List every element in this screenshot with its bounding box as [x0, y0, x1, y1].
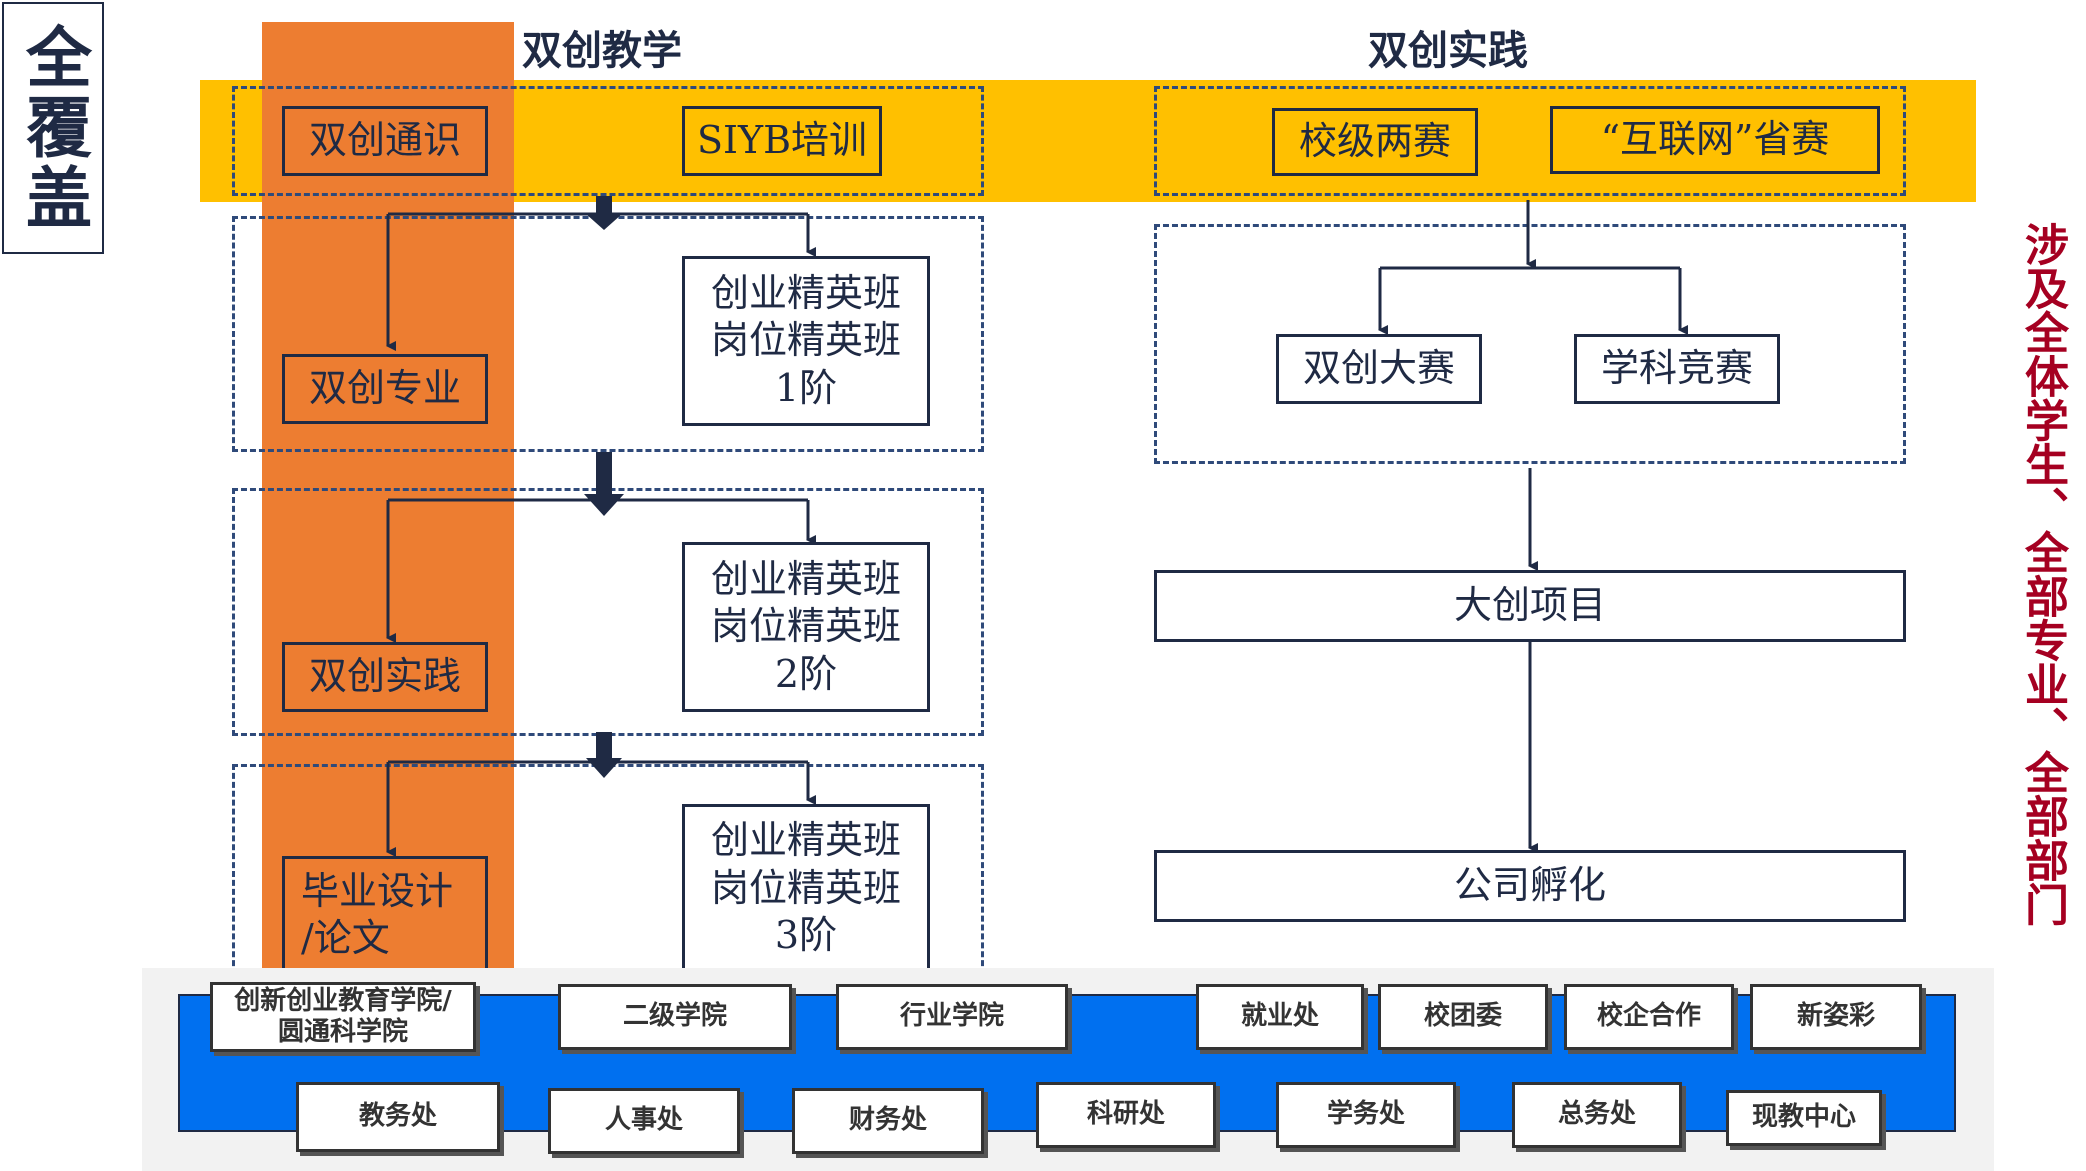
practice-course-box: 双创实践 — [282, 642, 488, 712]
scope-label: 涉及全体学生、全部专业、全部部门 — [2017, 222, 2068, 926]
dept-tag: 校企合作 — [1564, 984, 1734, 1050]
dept-tag: 财务处 — [792, 1088, 984, 1154]
innovation-contest-box: 双创大赛 — [1276, 334, 1482, 404]
dept-tag: 行业学院 — [836, 984, 1068, 1050]
siyb-training-box: SIYB培训 — [682, 106, 882, 176]
contest-group — [1154, 224, 1906, 464]
dept-tag: 科研处 — [1036, 1082, 1216, 1148]
major-course-box: 双创专业 — [282, 354, 488, 424]
internet-plus-contest-box: “互联网”省赛 — [1550, 106, 1880, 174]
coverage-label-box: 全覆盖 — [2, 2, 104, 254]
teaching-top-group — [232, 86, 984, 196]
dept-tag: 人事处 — [548, 1088, 740, 1154]
elite-class-level-2: 创业精英班 岗位精英班 2阶 — [682, 542, 930, 712]
dept-tag: 就业处 — [1196, 984, 1364, 1050]
practice-top-group — [1154, 86, 1906, 196]
dept-tag: 校团委 — [1378, 984, 1548, 1050]
elite-class-level-3: 创业精英班 岗位精英班 3阶 — [682, 804, 930, 974]
general-course-box: 双创通识 — [282, 106, 488, 176]
dept-tag: 创新创业教育学院/ 圆通科学院 — [210, 982, 476, 1052]
dept-tag: 现教中心 — [1726, 1090, 1882, 1146]
elite-class-level-1: 创业精英班 岗位精英班 1阶 — [682, 256, 930, 426]
teaching-header: 双创教学 — [522, 28, 682, 74]
dept-tag: 新姿彩 — [1750, 984, 1922, 1050]
subject-contest-box: 学科竞赛 — [1574, 334, 1780, 404]
incubation-box: 公司孵化 — [1154, 850, 1906, 922]
dept-tag: 教务处 — [296, 1082, 500, 1152]
practice-header: 双创实践 — [1368, 28, 1528, 74]
dept-tag: 二级学院 — [558, 984, 792, 1050]
dept-tag: 学务处 — [1276, 1082, 1456, 1148]
school-contests-box: 校级两赛 — [1272, 108, 1478, 176]
big-project-box: 大创项目 — [1154, 570, 1906, 642]
thesis-box: 毕业设计 /论文 — [282, 856, 488, 974]
dept-tag: 总务处 — [1512, 1082, 1682, 1148]
coverage-label: 全覆盖 — [15, 23, 92, 233]
